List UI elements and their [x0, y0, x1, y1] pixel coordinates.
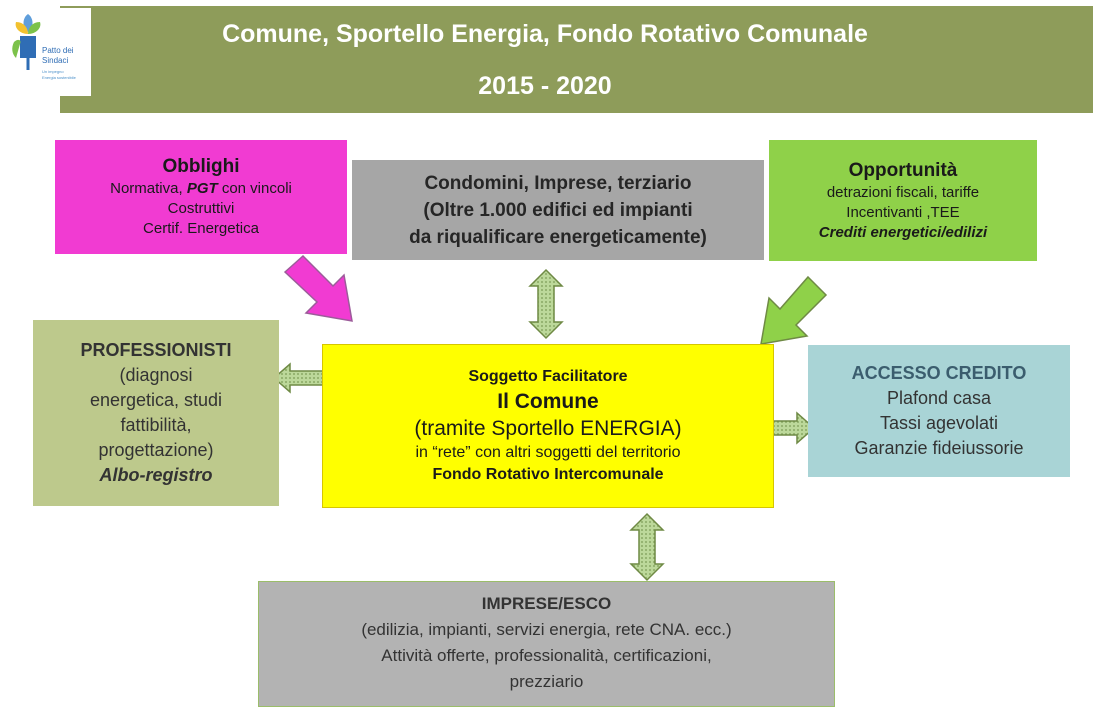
opportunita-line-3: Crediti energetici/edilizi — [818, 223, 988, 241]
professionisti-line-2: energetica, studi — [89, 390, 223, 410]
obblighi-box: Obblighi Normativa, PGT con vincoli Cost… — [55, 140, 347, 254]
accesso-credito-box: ACCESSO CREDITO Plafond casa Tassi agevo… — [808, 345, 1070, 477]
soggetto-line-2: Il Comune — [497, 390, 599, 413]
credito-title: ACCESSO CREDITO — [851, 363, 1027, 383]
obblighi-title: Obblighi — [162, 156, 240, 177]
imprese-line-1: (edilizia, impianti, servizi energia, re… — [361, 620, 732, 639]
arrow-opportunita-to-center — [760, 275, 828, 345]
condomini-line-2: (Oltre 1.000 edifici ed impianti — [423, 199, 693, 221]
covenant-of-mayors-logo: Patto dei Sindaci Un impegno Energia sos… — [6, 8, 91, 96]
credito-line-1: Plafond casa — [886, 388, 992, 408]
soggetto-line-1: Soggetto Facilitatore — [468, 368, 628, 385]
arrow-condomini-center — [528, 268, 564, 340]
imprese-title: IMPRESE/ESCO — [481, 594, 612, 613]
arrow-center-imprese — [629, 512, 665, 582]
logo-emblem-icon: Patto dei Sindaci Un impegno Energia sos… — [6, 8, 91, 96]
professionisti-title: PROFESSIONISTI — [80, 340, 232, 360]
credito-line-3: Garanzie fideiussorie — [854, 438, 1024, 458]
opportunita-title: Opportunità — [848, 159, 958, 181]
opportunita-box: Opportunità detrazioni fiscali, tariffe … — [769, 140, 1037, 261]
professionisti-line-3: fattibilità, — [120, 415, 192, 435]
svg-text:Sindaci: Sindaci — [42, 56, 68, 65]
soggetto-facilitatore-box: Soggetto Facilitatore Il Comune (tramite… — [322, 344, 774, 508]
obblighi-line-3: Certif. Energetica — [143, 220, 259, 237]
arrow-obblighi-to-center — [283, 254, 353, 322]
professionisti-line-5: Albo-registro — [99, 465, 213, 485]
soggetto-line-3: (tramite Sportello ENERGIA) — [414, 417, 682, 440]
professionisti-box: PROFESSIONISTI (diagnosi energetica, stu… — [33, 320, 279, 506]
soggetto-line-5: Fondo Rotativo Intercomunale — [432, 466, 664, 483]
condomini-line-1: Condomini, Imprese, terziario — [424, 172, 692, 194]
condomini-box: Condomini, Imprese, terziario (Oltre 1.0… — [352, 160, 764, 260]
obblighi-line-1: Normativa, PGT con vincoli — [110, 180, 292, 197]
obblighi-line-2: Costruttivi — [167, 200, 235, 217]
page-title: Comune, Sportello Energia, Fondo Rotativ… — [222, 20, 868, 48]
imprese-esco-box: IMPRESE/ESCO (edilizia, impianti, serviz… — [258, 581, 835, 707]
imprese-line-2: Attività offerte, professionalità, certi… — [381, 646, 712, 665]
opportunita-line-1: detrazioni fiscali, tariffe — [826, 183, 980, 201]
svg-text:Energia sostenibile: Energia sostenibile — [42, 75, 77, 80]
opportunita-line-2: Incentivanti ,TEE — [846, 203, 960, 221]
svg-text:Un impegno: Un impegno — [42, 69, 64, 74]
credito-line-2: Tassi agevolati — [879, 413, 999, 433]
professionisti-line-1: (diagnosi — [119, 365, 193, 385]
professionisti-line-4: progettazione) — [98, 440, 214, 460]
page-years: 2015 - 2020 — [478, 72, 612, 100]
condomini-line-3: da riqualificare energeticamente) — [409, 226, 707, 248]
svg-text:Patto dei: Patto dei — [42, 46, 74, 55]
header-banner — [60, 6, 1093, 113]
soggetto-line-4: in “rete” con altri soggetti del territo… — [415, 444, 681, 461]
imprese-line-3: prezziario — [509, 672, 584, 691]
